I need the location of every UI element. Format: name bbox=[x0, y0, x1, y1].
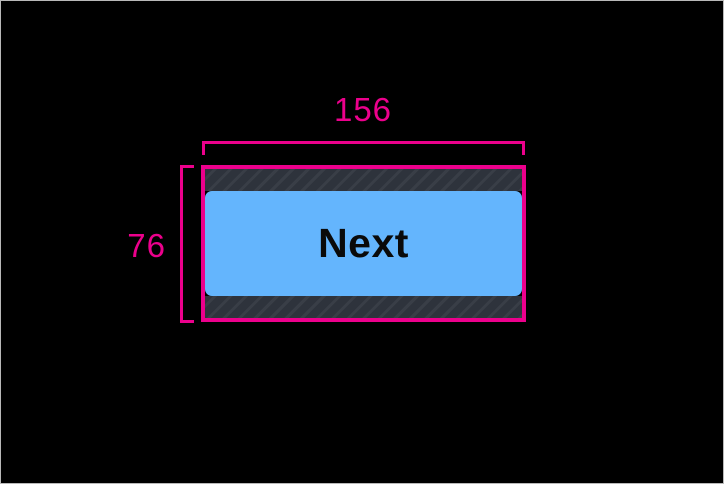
width-dimension-label: 156 bbox=[333, 91, 393, 128]
spacing-band-top bbox=[205, 169, 522, 191]
height-measurement-bracket bbox=[180, 165, 194, 323]
spacing-band-bottom bbox=[205, 296, 522, 318]
element-bounding-box: Next bbox=[201, 165, 526, 322]
next-button[interactable]: Next bbox=[205, 191, 522, 296]
width-measurement-bracket bbox=[202, 141, 525, 155]
height-dimension-label: 76 bbox=[127, 227, 166, 264]
next-button-label: Next bbox=[318, 220, 409, 266]
